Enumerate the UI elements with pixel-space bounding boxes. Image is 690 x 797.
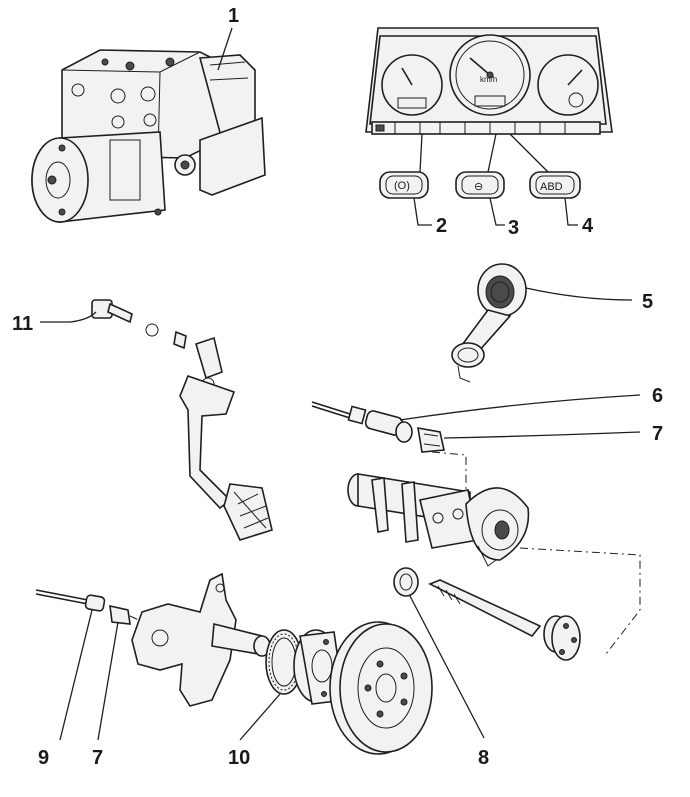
callout-11: 11 (12, 313, 33, 335)
brake-lamp-symbol: (O) (394, 180, 410, 192)
front-speed-sensor (35, 589, 106, 612)
callout-7-upper: 7 (652, 423, 663, 445)
callout-9: 10 (228, 747, 250, 769)
callout-9-leader (239, 693, 281, 741)
lamp-3-link (487, 133, 497, 173)
abs-hydraulic-unit (31, 49, 266, 223)
callout-2-leader (413, 197, 432, 226)
steering-knuckle (131, 572, 271, 707)
rear-sensor-sleeve (417, 427, 445, 453)
brake-pedal (179, 336, 273, 541)
rear-axle-housing (347, 473, 530, 567)
callout-10-leader (59, 609, 93, 741)
callout-10: 9 (38, 747, 49, 769)
callout-1: 1 (228, 5, 239, 27)
callout-7-lower: 7 (92, 747, 103, 769)
callout-2: 2 (436, 215, 447, 237)
lamp-4-link (509, 133, 549, 173)
lamp-2-link (419, 133, 423, 173)
callout-4-leader (564, 197, 578, 226)
speedometer-unit: km/h (480, 75, 497, 84)
brake-disc (329, 621, 433, 755)
instrument-cluster: km/h (365, 27, 613, 135)
callout-3: 3 (508, 217, 519, 239)
callout-11-leader (40, 311, 97, 323)
callout-5-leader (525, 287, 633, 301)
parking-lamp-symbol: ⊖ (474, 181, 483, 193)
rear-sensor-alignment-line (431, 451, 467, 490)
front-sensor-sleeve (109, 604, 131, 625)
callout-7-lower-leader (97, 621, 119, 741)
callout-3-leader (489, 197, 505, 226)
front-sensor-alignment-line (129, 615, 161, 631)
callout-6-leader (399, 394, 641, 421)
parking-brake-lamp: ⊖ (455, 171, 505, 199)
rear-drive-shaft (393, 567, 581, 661)
callout-6: 6 (652, 385, 663, 407)
axle-alignment-line (519, 547, 641, 655)
diagnostic-connector (451, 263, 527, 383)
callout-1-leader (217, 27, 233, 71)
rear-speed-sensor (311, 401, 413, 443)
brake-warning-lamp: (O) (379, 171, 429, 199)
callout-7-upper-leader (443, 431, 641, 439)
abd-warning-lamp: ABD (529, 171, 581, 199)
callout-5: 5 (642, 291, 653, 313)
brake-light-switch (91, 299, 187, 350)
abd-lamp-label: ABD (540, 181, 563, 193)
callout-8-leader (409, 595, 485, 739)
callout-8: 8 (478, 747, 489, 769)
callout-4: 4 (582, 215, 594, 237)
